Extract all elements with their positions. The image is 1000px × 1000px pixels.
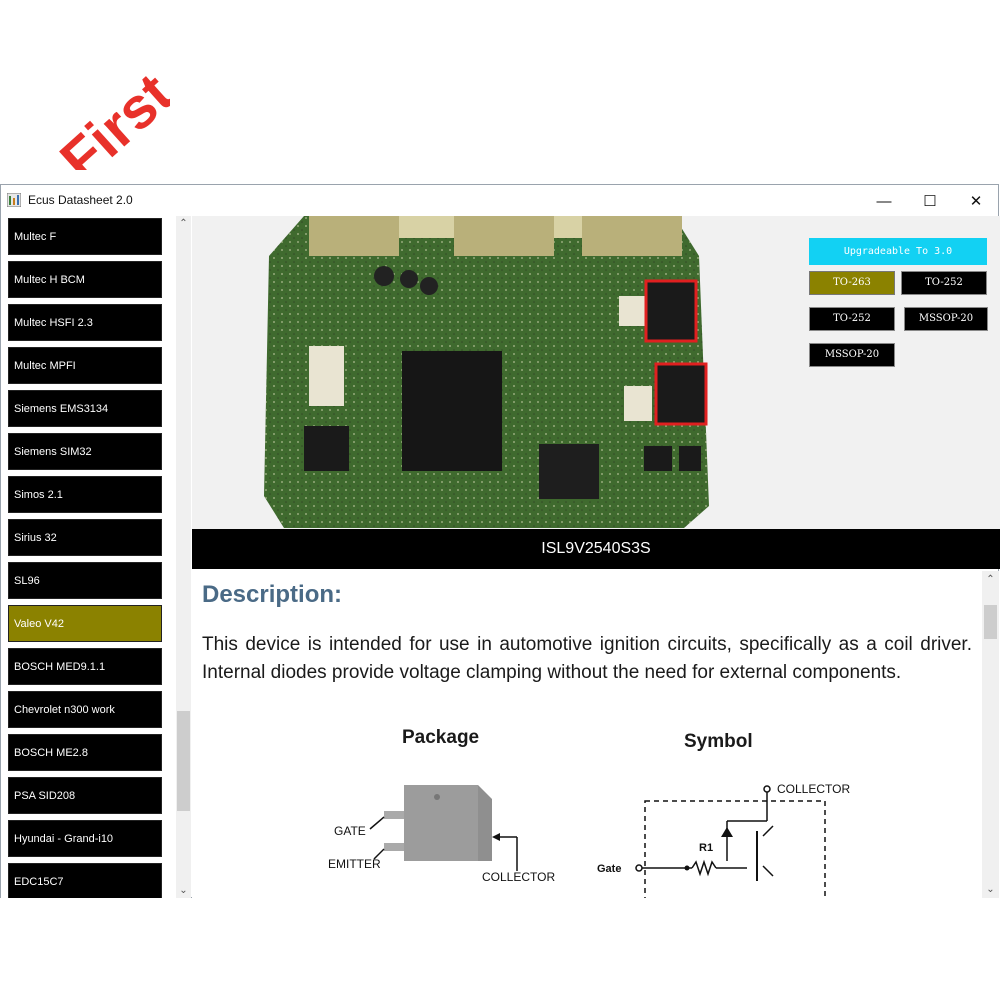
- emitter-label: EMITTER: [328, 857, 381, 871]
- brand-logo-text: First: [48, 61, 170, 170]
- ecu-list-item[interactable]: EDC15C7: [8, 863, 162, 898]
- ecu-list-item[interactable]: BOSCH ME2.8: [8, 734, 162, 771]
- ecu-list-item[interactable]: SL96: [8, 562, 162, 599]
- ecu-list-item[interactable]: Sirius 32: [8, 519, 162, 556]
- ecu-board-image: [264, 216, 709, 528]
- ecu-list-item[interactable]: BOSCH MED9.1.1: [8, 648, 162, 685]
- package-button[interactable]: TO-252: [809, 307, 895, 331]
- app-icon: [7, 193, 21, 207]
- chevron-up-icon[interactable]: ⌃: [179, 218, 188, 229]
- part-number: ISL9V2540S3S: [541, 540, 651, 557]
- ecu-list-item[interactable]: Multec HSFI 2.3: [8, 304, 162, 341]
- ecu-list-item[interactable]: Chevrolet n300 work: [8, 691, 162, 728]
- ecu-list-item[interactable]: Multec F: [8, 218, 162, 255]
- ecu-list-item[interactable]: Hyundai - Grand-i10: [8, 820, 162, 857]
- package-heading: Package: [402, 727, 480, 748]
- package-diagram: GATE EMITTER COLLECTOR: [328, 785, 555, 884]
- scrollbar-thumb[interactable]: [984, 605, 997, 639]
- symbol-collector-label: COLLECTOR: [777, 782, 850, 796]
- upgrade-button[interactable]: Upgradeable To 3.0: [809, 238, 987, 265]
- part-number-bar: ISL9V2540S3S: [192, 529, 1000, 569]
- board-view: Upgradeable To 3.0 TO-263 TO-252 TO-252 …: [192, 216, 1000, 529]
- ecu-list: Multec F Multec H BCM Multec HSFI 2.3 Mu…: [1, 216, 176, 898]
- ecu-list-scrollbar[interactable]: ⌃ ⌄: [176, 216, 191, 898]
- title-bar: Ecus Datasheet 2.0 — ☐ ✕: [1, 185, 998, 216]
- symbol-gate-label: Gate: [597, 863, 621, 875]
- brand-logo: First: [20, 40, 185, 193]
- chevron-down-icon[interactable]: ⌄: [986, 884, 995, 895]
- maximize-button[interactable]: ☐: [923, 193, 937, 210]
- resistor-label: R1: [699, 842, 713, 854]
- package-button[interactable]: TO-252: [901, 271, 987, 295]
- datasheet-scrollbar[interactable]: ⌃ ⌄: [982, 571, 999, 898]
- ecu-list-item[interactable]: Multec H BCM: [8, 261, 162, 298]
- ecu-list-item[interactable]: Siemens EMS3134: [8, 390, 162, 427]
- package-button[interactable]: MSSOP-20: [904, 307, 988, 331]
- ecu-list-item[interactable]: Multec MPFI: [8, 347, 162, 384]
- symbol-heading: Symbol: [684, 731, 753, 752]
- description-text: This device is intended for use in autom…: [202, 634, 972, 683]
- ecu-list-item[interactable]: Simos 2.1: [8, 476, 162, 513]
- window-title: Ecus Datasheet 2.0: [28, 193, 133, 207]
- gate-label: GATE: [334, 824, 366, 838]
- ecu-list-item-selected[interactable]: Valeo V42: [8, 605, 162, 642]
- symbol-diagram: COLLECTOR Gate R1: [597, 782, 850, 898]
- minimize-button[interactable]: —: [876, 192, 892, 210]
- description-heading: Description:: [202, 581, 343, 608]
- close-button[interactable]: ✕: [969, 193, 983, 210]
- package-button-selected[interactable]: TO-263: [809, 271, 895, 295]
- collector-label: COLLECTOR: [482, 870, 555, 884]
- datasheet-content: Description: This device is intended for…: [192, 571, 982, 898]
- ecu-list-item[interactable]: Siemens SIM32: [8, 433, 162, 470]
- chevron-up-icon[interactable]: ⌃: [986, 574, 995, 585]
- scrollbar-thumb[interactable]: [177, 711, 190, 811]
- package-button[interactable]: MSSOP-20: [809, 343, 895, 367]
- app-window: Ecus Datasheet 2.0 — ☐ ✕ Multec F Multec…: [0, 184, 1000, 898]
- ecu-list-item[interactable]: PSA SID208: [8, 777, 162, 814]
- chevron-down-icon[interactable]: ⌄: [179, 885, 188, 896]
